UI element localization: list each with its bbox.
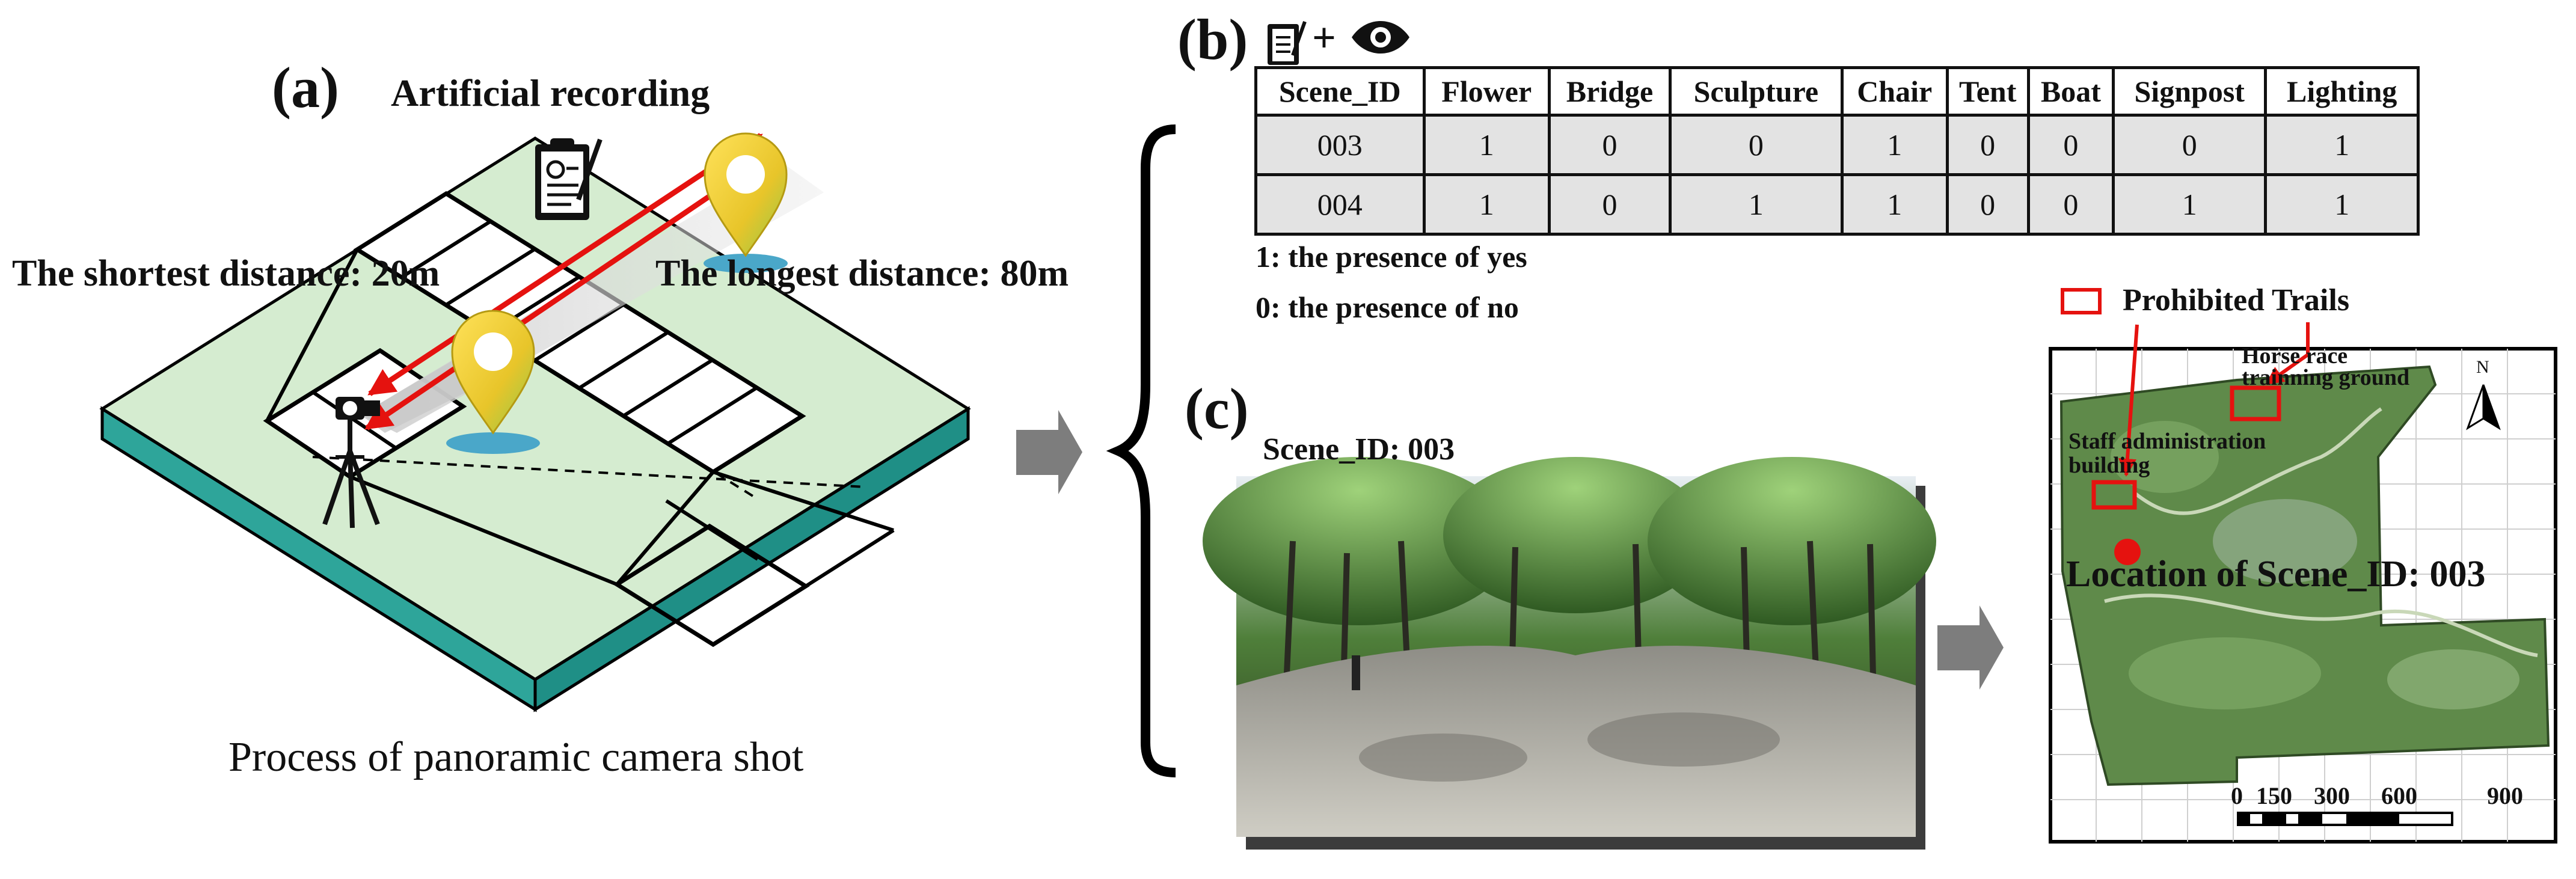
- col-flower: Flower: [1422, 66, 1551, 117]
- scale-label-0: 0: [2231, 782, 2243, 809]
- panel-a-caption: Process of panoramic camera shot: [228, 734, 804, 780]
- table-cell: 1: [1422, 173, 1551, 236]
- legend-no: 0: the presence of no: [1256, 290, 1519, 324]
- table-cell: 0: [1668, 114, 1844, 176]
- curly-brace: [1106, 124, 1176, 777]
- col-bridge: Bridge: [1547, 66, 1672, 117]
- table-cell: 004: [1254, 173, 1426, 236]
- recording-title: Artificial recording: [391, 72, 710, 114]
- table-cell: 1: [2111, 173, 2268, 236]
- table-cell: 0: [1945, 114, 2030, 176]
- panel-label-b: (b): [1177, 7, 1248, 72]
- plus-sign: +: [1312, 15, 1336, 61]
- table-cell: 0: [2026, 173, 2115, 236]
- col-boat: Boat: [2026, 66, 2115, 117]
- dashed-path-line: [312, 456, 866, 488]
- staff-building-label-line2: building: [2068, 453, 2150, 478]
- scale-label-150: 150: [2256, 782, 2292, 809]
- shortest-distance-label: The shortest distance: 20m: [12, 253, 440, 294]
- table-cell: 0: [2111, 114, 2268, 176]
- col-chair: Chair: [1840, 66, 1949, 117]
- flow-arrow-right: [1016, 410, 1082, 494]
- table-cell: 0: [2026, 114, 2115, 176]
- scene-location-label: Location of Scene_ID: 003: [2066, 554, 2486, 595]
- staff-building-label-line1: Staff administration: [2068, 429, 2266, 454]
- table-cell: 0: [1945, 173, 2030, 236]
- panel-label-c: (c): [1185, 376, 1249, 441]
- horse-race-label-line1: Horse race: [2242, 343, 2348, 369]
- table-cell: 0: [1547, 173, 1672, 236]
- prohibited-area-horse-race: [2230, 385, 2281, 421]
- longest-distance-label: The longest distance: 80m: [655, 253, 1069, 294]
- col-scene-id: Scene_ID: [1254, 66, 1426, 117]
- isometric-park-diagram: [99, 132, 971, 712]
- scale-label-300: 300: [2314, 782, 2350, 809]
- location-pin-icon-far: [704, 132, 788, 273]
- table-cell: 003: [1254, 114, 1426, 176]
- col-tent: Tent: [1945, 66, 2030, 117]
- panoramic-camera-icon: [322, 397, 380, 528]
- object-presence-table: Scene_ID Flower Bridge Sculpture Chair T…: [1254, 66, 2420, 236]
- table-cell: 1: [2264, 114, 2420, 176]
- eye-icon: [1352, 21, 1409, 54]
- table-cell: 0: [1547, 114, 1672, 176]
- col-sculpture: Sculpture: [1668, 66, 1844, 117]
- table-cell: 1: [1840, 114, 1949, 176]
- table-cell: 1: [1422, 114, 1551, 176]
- horse-race-label-line2: trainning ground: [2242, 365, 2410, 390]
- table-row: 003 1 0 0 1 0 0 0 1: [1254, 114, 2420, 176]
- scale-label-600: 600: [2381, 782, 2417, 809]
- scale-bar: [2237, 812, 2453, 826]
- table-cell: 1: [2264, 173, 2420, 236]
- table-row: 004 1 0 1 1 0 0 1 1: [1254, 173, 2420, 236]
- clipboard-icon: [535, 138, 603, 220]
- panorama-image: [1203, 457, 1936, 850]
- north-arrow-icon: [2466, 384, 2501, 430]
- col-lighting: Lighting: [2264, 66, 2420, 117]
- north-label: N: [2476, 357, 2489, 377]
- table-header-row: Scene_ID Flower Bridge Sculpture Chair T…: [1254, 66, 2420, 117]
- map-legend-label: Prohibited Trails: [2123, 283, 2350, 317]
- slab-top: [99, 136, 971, 681]
- legend-prohibited-swatch: [2061, 288, 2102, 314]
- table-cell: 1: [1668, 173, 1844, 236]
- park-map: [2049, 322, 2557, 844]
- short-distance-arrow: [364, 155, 769, 430]
- prohibited-area-staff: [2091, 480, 2137, 510]
- scene-id-label: Scene_ID: 003: [1263, 432, 1455, 467]
- table-cell: 1: [1840, 173, 1949, 236]
- panel-label-a: (a): [272, 55, 339, 120]
- clipboard-small-icon: [1268, 20, 1307, 65]
- scene-location-marker: [2114, 539, 2141, 565]
- location-pin-icon: [446, 310, 540, 454]
- legend-yes: 1: the presence of yes: [1256, 240, 1527, 274]
- staff-building-label: Staff administration building: [2068, 429, 2266, 477]
- scale-label-900: 900: [2487, 782, 2523, 809]
- flow-arrow-right-2: [1937, 605, 2004, 690]
- horse-race-label: Horse race trainning ground: [2242, 343, 2410, 390]
- col-signpost: Signpost: [2111, 66, 2268, 117]
